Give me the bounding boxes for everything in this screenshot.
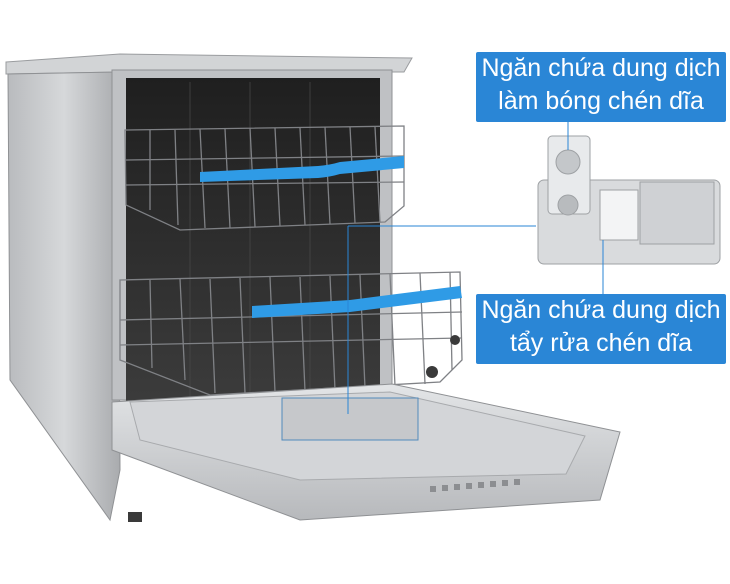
dispenser-inset [537,135,721,265]
callout-detergent-line2: tẩy rửa chén dĩa [509,329,693,357]
door-dispenser-highlight [281,397,419,441]
side-panel [7,71,121,522]
interior-cavity [126,78,380,408]
upper-rack [124,125,405,231]
callout-rinse-aid-line1: Ngăn chứa dung dịch [481,54,721,82]
callout-rinse-aid-line2: làm bóng chén dĩa [498,87,704,115]
callout-detergent-compartment: Ngăn chứa dung dịch tẩy rửa chén dĩa [476,294,726,364]
upper-rack-rail [200,156,404,182]
callout-rinse-aid-compartment: Ngăn chứa dung dịch làm bóng chén dĩa [476,52,726,122]
callout-connector-lines [347,122,604,414]
top-panel [5,53,413,75]
foot [128,512,142,522]
callout-detergent-line1: Ngăn chứa dung dịch [481,296,721,324]
control-panel-buttons [430,479,520,492]
lower-rack-rail [252,286,462,318]
door-dispenser-panel [281,397,419,441]
